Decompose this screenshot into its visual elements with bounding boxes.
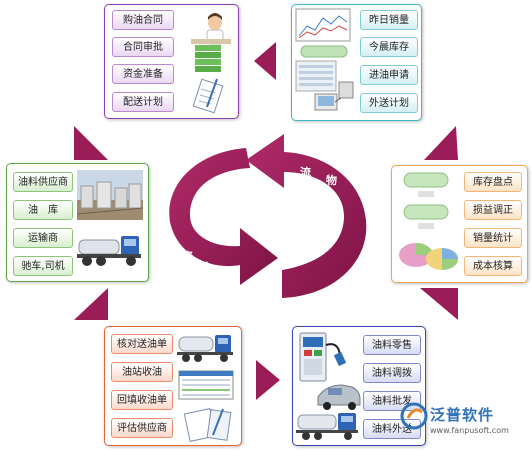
label-vehicle-driver: 驰车,司机: [13, 256, 73, 276]
logo-name: 泛普软件: [430, 406, 495, 424]
arrow-green-to-red: [74, 288, 108, 320]
label-oil-supplier: 油料供应商: [13, 172, 73, 192]
label-fund-prep: 资金准备: [112, 64, 174, 84]
tanks-pie-chart-illustration: [399, 172, 458, 270]
fund-flow-arrow: [169, 148, 278, 285]
flow-char-2: 物: [326, 174, 337, 187]
label-oil-depot: 油 库: [13, 200, 73, 220]
label-outbound-plan: 外送计划: [360, 93, 418, 113]
label-fill-receipt: 回填收油单: [111, 390, 173, 410]
label-station-receiving: 油站收油: [111, 362, 173, 382]
arrow-red-to-blue: [256, 360, 280, 400]
sales-panel: 昨日销量 今晨库存 进油申请 外送计划: [291, 4, 422, 121]
label-cost-accounting: 成本核算: [464, 256, 522, 276]
label-yesterday-sales: 昨日销量: [360, 10, 418, 30]
fanpu-logo-icon: [400, 402, 428, 430]
fund-char-3: 流: [221, 268, 232, 281]
fund-char-2: 金: [201, 261, 212, 274]
report-chart-illustration: [295, 8, 354, 111]
oil-depot-truck-illustration: [77, 170, 144, 266]
purchase-panel: 购油合同 合同审批 资金准备 配送计划: [104, 4, 239, 119]
label-purchase-contract: 购油合同: [112, 10, 174, 30]
label-contract-approval: 合同审批: [112, 37, 174, 57]
logo-url: www.fanpusoft.com: [430, 426, 509, 435]
supply-panel: 油料供应商 油 库 运输商 驰车,司机: [6, 163, 149, 282]
arrow-teal-to-purple: [254, 42, 276, 80]
businesswoman-money-illustration: [191, 13, 231, 114]
logistics-flow-arrow: [246, 134, 367, 298]
arrow-blue-to-orange: [420, 288, 458, 320]
label-morning-stock: 今晨库存: [360, 37, 418, 57]
label-profit-loss-adjust: 损益调正: [464, 200, 522, 220]
receiving-panel: 核对送油单 油站收油 回填收油单 评估供应商: [104, 326, 242, 446]
label-purchase-request: 进油申请: [360, 65, 418, 85]
fund-char-1: 资: [182, 250, 193, 263]
arrow-orange-to-teal: [424, 126, 458, 160]
label-transporter: 运输商: [13, 228, 73, 248]
flow-char-1: 流: [300, 166, 311, 179]
distribution-panel: 油料零售 油料调拨 油料批发 油料外送: [292, 326, 426, 446]
label-oil-retail: 油料零售: [363, 335, 421, 355]
gas-pump-car-truck-illustration: [296, 332, 361, 440]
label-stocktaking: 库存盘点: [464, 172, 522, 192]
inventory-panel: 库存盘点 损益调正 销量统计 成本核算: [391, 165, 528, 283]
label-evaluate-supplier: 评估供应商: [111, 418, 173, 438]
arrow-purple-to-green: [74, 126, 108, 160]
label-check-delivery-note: 核对送油单: [111, 334, 173, 354]
truck-form-notebook-illustration: [177, 335, 234, 442]
label-delivery-plan: 配送计划: [112, 92, 174, 112]
label-sales-stats: 销量统计: [464, 228, 522, 248]
label-oil-transfer: 油料调拨: [363, 363, 421, 383]
